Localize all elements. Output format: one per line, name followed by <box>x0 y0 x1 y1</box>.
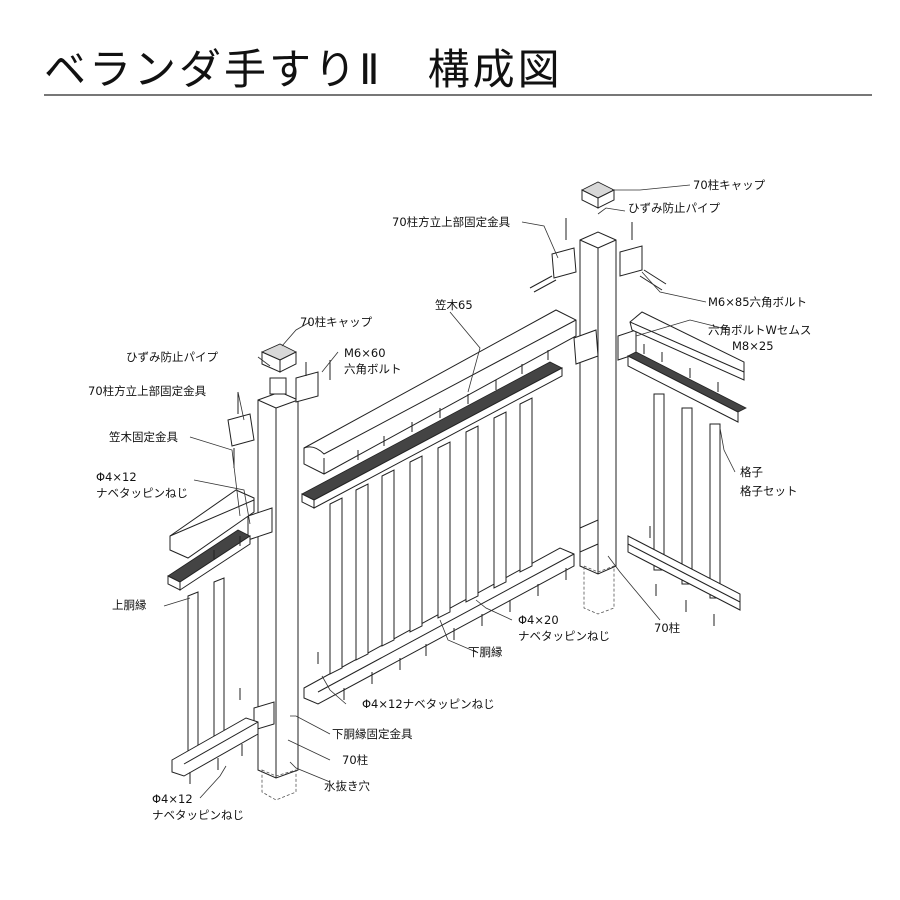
label-screw-4x20-b: ナベタッピンねじ <box>518 629 610 643</box>
label-bolt-m6x85: M6×85六角ボルト <box>708 295 807 309</box>
label-screw-4x12-c: Φ4×12 <box>152 792 193 806</box>
label-bolt-m6x60: M6×60 <box>344 346 386 360</box>
label-lower-bracket: 下胴縁固定金具 <box>332 727 413 741</box>
right-balusters <box>653 393 721 599</box>
center-railing <box>301 309 577 705</box>
left-post <box>227 343 331 801</box>
label-koshi: 格子 <box>740 465 763 479</box>
label-post-left: 70柱 <box>342 753 369 767</box>
label-kasagi65: 笠木65 <box>435 298 473 312</box>
labels: 70柱キャップ ひずみ防止パイプ 70柱方立上部固定金具 M6×85六角ボルト … <box>88 178 811 822</box>
right-railing <box>627 311 747 611</box>
left-balusters <box>187 577 225 757</box>
label-screw-4x12-b: Φ4×12ナベタッピンねじ <box>362 697 495 711</box>
label-cap-right: 70柱キャップ <box>693 178 766 192</box>
screw-markers <box>189 344 719 784</box>
label-upper-rail: 上胴縁 <box>112 598 147 612</box>
label-bolt-m6x60-b: 六角ボルト <box>344 362 402 376</box>
page-title: ベランダ手すりⅡ 構成図 <box>44 45 563 94</box>
label-bolt-w: 六角ボルトWセムス <box>708 323 811 337</box>
label-drain: 水抜き穴 <box>324 779 370 793</box>
left-railing <box>167 489 259 777</box>
label-kasagi-bracket: 笠木固定金具 <box>109 430 178 444</box>
label-screw-4x20: Φ4×20 <box>518 613 559 627</box>
label-lower-rail: 下胴縁 <box>468 645 503 659</box>
label-bolt-m8: M8×25 <box>732 339 774 353</box>
label-cap-left: 70柱キャップ <box>300 315 373 329</box>
label-pipe-left: ひずみ防止パイプ <box>126 350 218 364</box>
label-bracket-left: 70柱方立上部固定金具 <box>88 384 207 398</box>
label-pipe-right: ひずみ防止パイプ <box>628 201 720 215</box>
leader-lines <box>163 184 736 799</box>
label-screw-4x12-a: Φ4×12 <box>96 470 137 484</box>
label-screw-4x12-a2: ナベタッピンねじ <box>96 486 188 500</box>
label-koshi-set: 格子セット <box>740 484 798 498</box>
right-post <box>529 181 667 615</box>
label-bracket-right: 70柱方立上部固定金具 <box>392 215 511 229</box>
title-underline <box>44 94 872 96</box>
center-balusters <box>329 397 533 675</box>
label-post-right: 70柱 <box>654 621 681 635</box>
label-screw-4x12-c2: ナベタッピンねじ <box>152 808 244 822</box>
